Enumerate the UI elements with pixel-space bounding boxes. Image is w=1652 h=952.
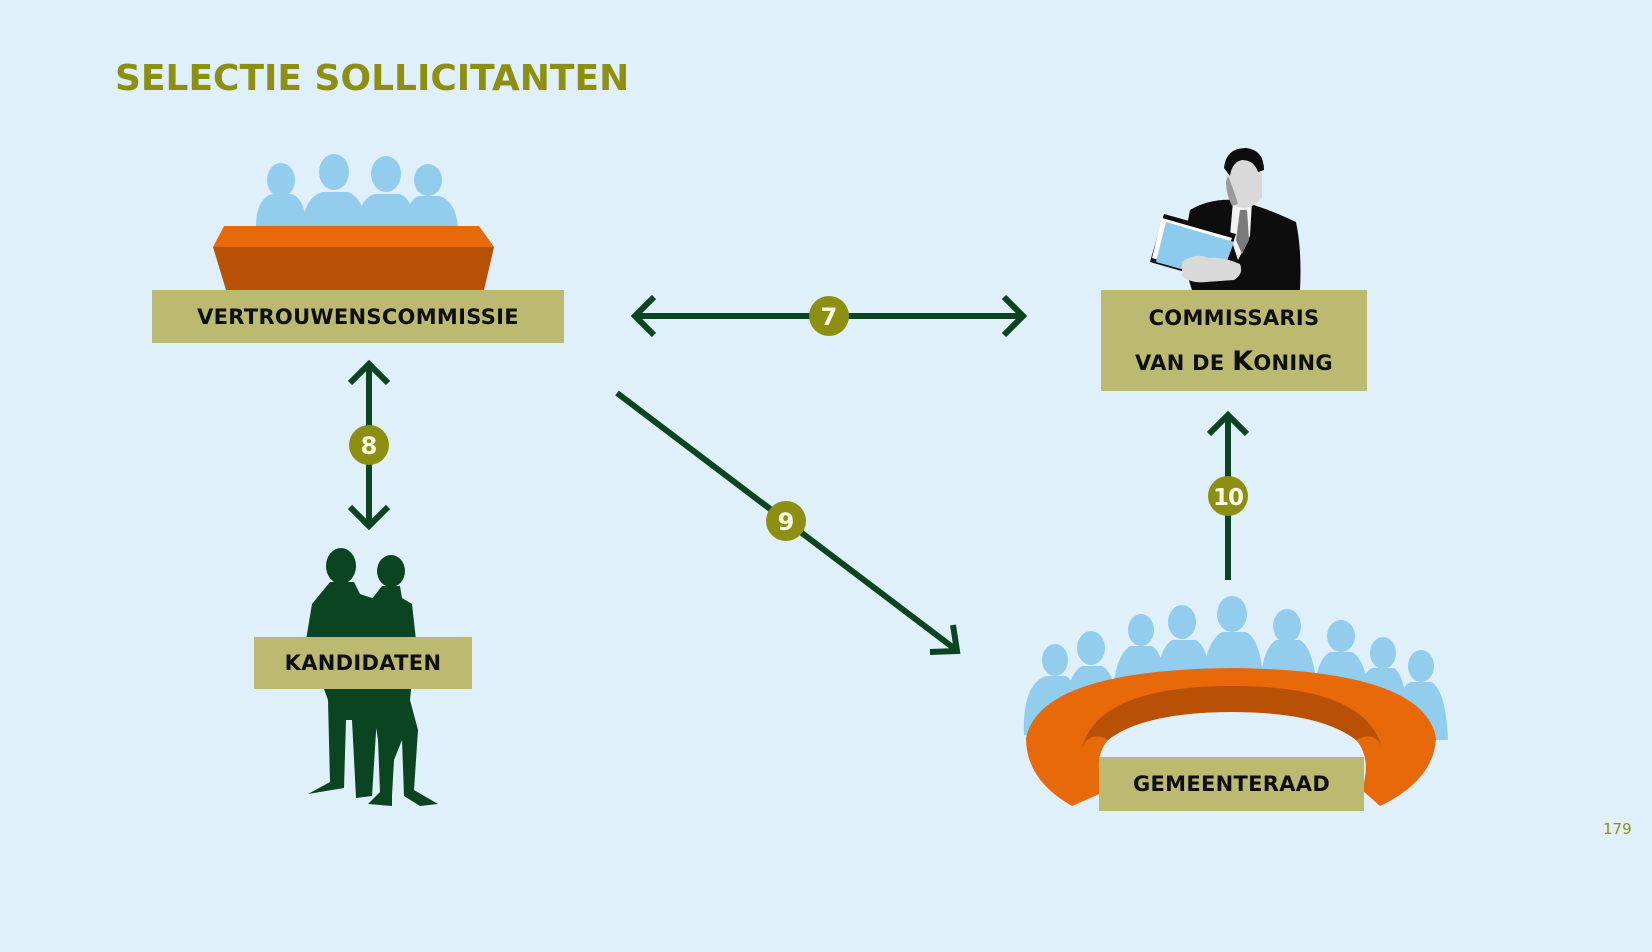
hands-icon bbox=[1182, 255, 1242, 283]
commissaris-label-line1: COMMISSARIS bbox=[1148, 306, 1320, 330]
committee-desk-icon bbox=[213, 226, 494, 290]
node-gemeenteraad: GEMEENTERAAD bbox=[1099, 757, 1364, 811]
commissaris-label-rest: ONING bbox=[1253, 351, 1333, 375]
step-badge-10-label: 10 bbox=[1213, 485, 1243, 511]
gemeenteraad-label: GEMEENTERAAD bbox=[1132, 772, 1331, 796]
council-table-icon bbox=[1026, 668, 1436, 806]
node-commissaris-van-de-koning: COMMISSARIS VAN DE KONING bbox=[1101, 290, 1367, 391]
step-badge-7-label: 7 bbox=[821, 303, 838, 331]
page-number: 179 bbox=[1603, 820, 1632, 838]
node-kandidaten: KANDIDATEN bbox=[254, 637, 472, 689]
committee-people-icon bbox=[256, 154, 458, 227]
council-illustration bbox=[1023, 596, 1448, 806]
step-badge-10: 10 bbox=[1208, 476, 1248, 516]
committee-illustration bbox=[213, 154, 494, 290]
commissaris-label-prefix: VAN DE bbox=[1135, 351, 1233, 375]
step-badge-8: 8 bbox=[349, 425, 389, 465]
step-badge-9-label: 9 bbox=[778, 508, 795, 536]
commissaris-illustration bbox=[1150, 148, 1301, 290]
commissaris-label-initial: K bbox=[1232, 346, 1254, 377]
vertrouwenscommissie-label: VERTROUWENSCOMMISSIE bbox=[197, 304, 519, 329]
male-candidate-icon bbox=[306, 548, 386, 798]
step-badge-9: 9 bbox=[766, 501, 806, 541]
step-badge-8-label: 8 bbox=[361, 432, 378, 460]
page-title: SELECTIE SOLLICITANTEN bbox=[115, 58, 630, 99]
kandidaten-label: KANDIDATEN bbox=[284, 651, 442, 675]
commissaris-label-line2: VAN DE KONING bbox=[1135, 340, 1333, 385]
node-vertrouwenscommissie: VERTROUWENSCOMMISSIE bbox=[152, 290, 564, 343]
step-badge-7: 7 bbox=[809, 296, 849, 336]
